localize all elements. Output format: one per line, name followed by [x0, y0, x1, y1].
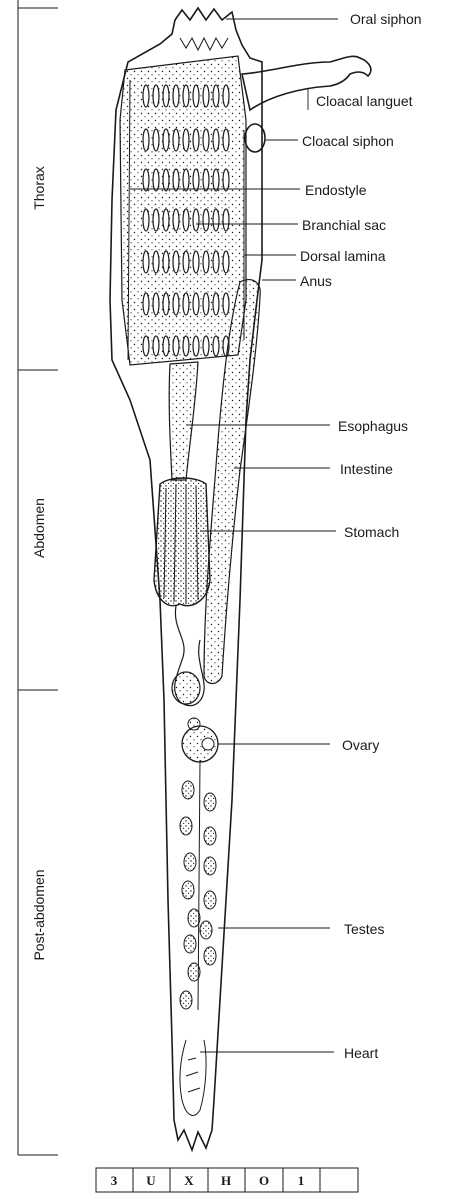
code-cell-5: O — [259, 1173, 269, 1188]
region-label-thorax: Thorax — [31, 166, 47, 210]
label-cloacal-languet: Cloacal languet — [316, 93, 413, 109]
code-cell-2: U — [146, 1173, 156, 1188]
code-strip: 3 U X H O 1 — [96, 1168, 358, 1192]
ovary-ovum-small — [188, 718, 200, 730]
label-oral-siphon: Oral siphon — [350, 11, 422, 27]
label-testes: Testes — [344, 921, 384, 937]
label-cloacal-siphon: Cloacal siphon — [302, 133, 394, 149]
label-anus: Anus — [300, 273, 332, 289]
code-cell-1: 3 — [111, 1173, 118, 1188]
region-label-postabdomen: Post-abdomen — [31, 869, 47, 960]
heart-shape — [180, 1040, 206, 1115]
region-label-abdomen: Abdomen — [31, 498, 47, 558]
code-cell-4: H — [221, 1173, 231, 1188]
pyloric-bulb — [172, 672, 200, 704]
esophagus-shape — [169, 362, 198, 480]
stigmata-row — [143, 336, 229, 356]
stomach-shape — [154, 478, 210, 606]
zooid-body — [110, 8, 371, 1150]
label-endostyle: Endostyle — [305, 182, 367, 198]
stigmata-row — [143, 209, 229, 231]
code-cell-6: 1 — [298, 1173, 305, 1188]
label-esophagus: Esophagus — [338, 418, 408, 434]
stigmata-row — [143, 169, 229, 191]
stigmata-row — [143, 293, 229, 315]
stigmata-row — [143, 251, 229, 273]
region-brackets: Thorax Abdomen Post-abdomen — [18, 0, 58, 1155]
label-ovary: Ovary — [342, 737, 379, 753]
oral-siphon-lips — [180, 38, 228, 50]
label-branchial-sac: Branchial sac — [302, 217, 386, 233]
label-dorsal-lamina: Dorsal lamina — [300, 248, 386, 264]
label-heart: Heart — [344, 1045, 378, 1061]
stigmata-row — [143, 129, 229, 151]
label-stomach: Stomach — [344, 524, 399, 540]
label-intestine: Intestine — [340, 461, 393, 477]
ovary-ovum — [202, 738, 214, 750]
code-cell-3: X — [184, 1173, 194, 1188]
stigmata-row — [143, 85, 229, 107]
